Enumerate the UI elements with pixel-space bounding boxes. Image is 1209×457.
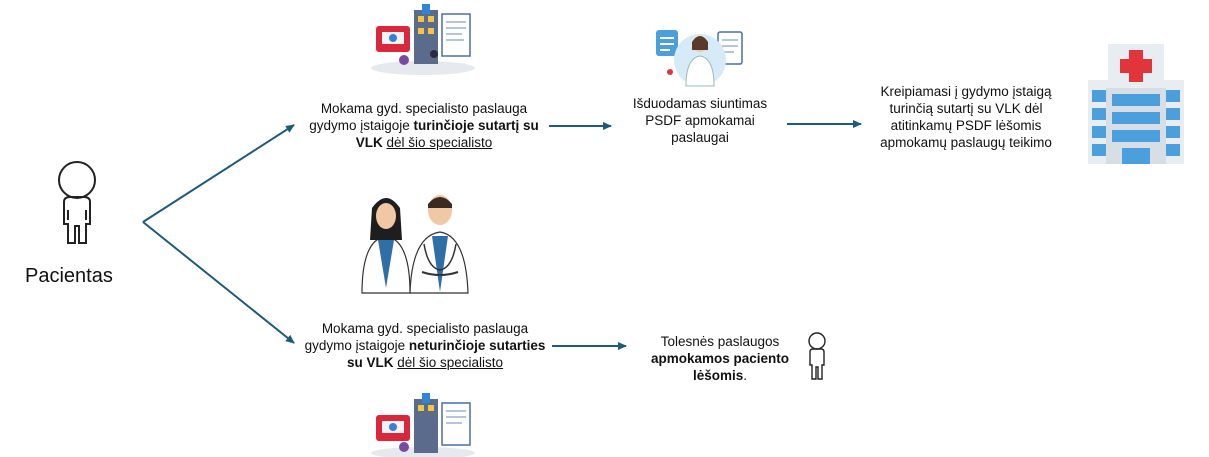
person-outline-icon <box>58 161 96 244</box>
patient-label: Pacientas <box>25 265 113 287</box>
clinic-illustration-icon <box>371 4 475 75</box>
doctors-pair-illustration-icon <box>361 195 469 294</box>
bottom-box2-period: . <box>743 368 748 383</box>
top-paid-service-box: Mokama gyd. specialisto paslauga gydymo … <box>300 100 548 151</box>
bottom-patient-paid-box: Tolesnės paslaugos apmokamos paciento lė… <box>636 333 804 384</box>
bottom-box1-underline: dėl šio specialisto <box>397 355 504 370</box>
bottom-box1-bold: neturinčioje sutarties su VLK <box>346 338 546 370</box>
doctor-illustration-icon <box>656 30 743 87</box>
top-box1-bold: turinčioje sutartį su VLK <box>355 118 539 150</box>
arrow-patient-to-top <box>142 124 295 223</box>
bottom-paid-service-box: Mokama gyd. specialisto paslauga gydymo … <box>300 320 550 371</box>
top-box1-text: Mokama gyd. specialisto paslauga gydymo … <box>309 101 528 133</box>
top-box1-underline: dėl šio specialisto <box>386 135 493 150</box>
top-referral-box: Išduodamas siuntimas PSDF apmokamai pasl… <box>632 96 768 145</box>
bottom-box2-bold: apmokamos paciento lėšomis <box>650 351 790 383</box>
clinic-illustration-icon-bottom <box>371 393 475 457</box>
arrow-patient-to-bottom <box>142 221 295 344</box>
bottom-box2-text: Tolesnės paslaugos <box>660 334 780 349</box>
bottom-box1-text: Mokama gyd. specialisto paslauga gydymo … <box>304 321 529 353</box>
small-person-outline-icon <box>808 332 826 380</box>
top-contract-institution-box: Kreipiamasi į gydymo įstaigą turinčią su… <box>880 84 1052 150</box>
hospital-building-icon <box>1088 44 1184 164</box>
